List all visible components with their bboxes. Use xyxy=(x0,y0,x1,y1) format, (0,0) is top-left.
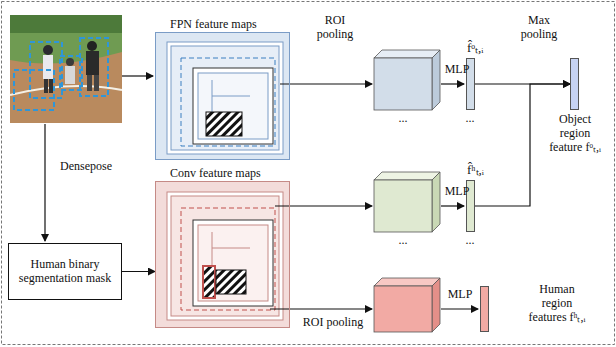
arrow xyxy=(280,83,372,84)
connector-arrow xyxy=(122,271,155,272)
feature-map-stack: FPN feature maps xyxy=(155,32,290,160)
annotation-label: Max pooling xyxy=(514,14,564,42)
annotation-label: MLP xyxy=(444,288,476,302)
annotation-label: Densepose xyxy=(54,160,118,174)
annotation-label: ROI pooling xyxy=(300,316,366,330)
annotation-label: ... xyxy=(455,112,485,126)
arrow xyxy=(122,75,153,76)
node-text: Human binary segmentation mask xyxy=(9,254,121,290)
node-text: FPN feature maps xyxy=(170,18,257,32)
node-text: f̂ʰₜ,ᵢ xyxy=(467,163,484,178)
annotation-label: ROI pooling xyxy=(312,14,358,42)
node-text: f̂ᵒₜ,ᵢ xyxy=(467,41,483,56)
conv-stack xyxy=(155,181,290,328)
arrow xyxy=(441,205,464,206)
node-text: Object region feature fᵒₜ,ᵢ xyxy=(545,113,605,154)
arrow xyxy=(441,308,478,309)
feature-map-stack: Conv feature maps xyxy=(155,181,290,328)
baseball-photo xyxy=(10,15,122,123)
annotation-label: ... xyxy=(388,112,418,126)
feature-vector: Human region features fʰₜ,ᵢ xyxy=(480,286,489,332)
annotation-label: MLP xyxy=(441,185,473,199)
arrow xyxy=(270,308,372,309)
annotation-label: ... xyxy=(455,234,485,248)
arrow xyxy=(441,83,464,84)
pooled-blocks xyxy=(374,50,440,332)
process-box: Human binary segmentation mask xyxy=(8,243,122,300)
arrow xyxy=(44,124,45,241)
node-text: Conv feature maps xyxy=(170,167,261,181)
feature-vector: Object region feature fᵒₜ,ᵢ xyxy=(570,58,579,110)
annotation-label: MLP xyxy=(441,63,473,77)
node-text: Human region features fʰₜ,ᵢ xyxy=(526,283,588,324)
fpn-stack xyxy=(155,32,290,160)
annotation-label: ... xyxy=(388,234,418,248)
